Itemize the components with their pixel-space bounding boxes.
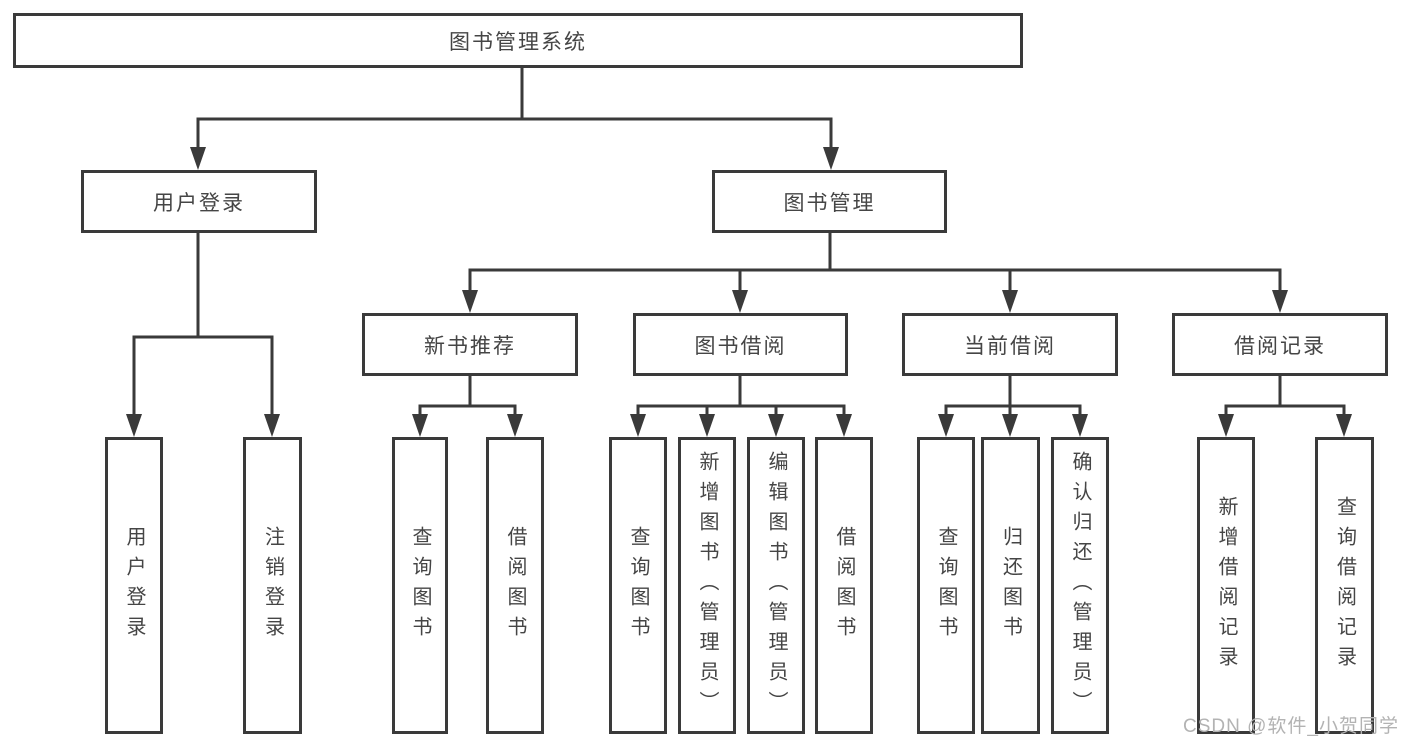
node-root-system: 图书管理系统 xyxy=(13,13,1023,68)
node-query-borrow-record: 查询借阅记录 xyxy=(1315,437,1374,734)
node-edit-books-admin: 编辑图书（管理员） xyxy=(747,437,805,734)
node-return-books: 归还图书 xyxy=(981,437,1040,734)
node-borrow-books-recommend: 借阅图书 xyxy=(486,437,544,734)
node-add-books-admin: 新增图书（管理员） xyxy=(678,437,736,734)
node-new-book-recommend: 新书推荐 xyxy=(362,313,578,376)
node-confirm-return-admin: 确认归还（管理员） xyxy=(1051,437,1109,734)
node-query-books-recommend: 查询图书 xyxy=(392,437,448,734)
node-book-management: 图书管理 xyxy=(712,170,947,233)
node-query-books-borrow: 查询图书 xyxy=(609,437,667,734)
node-user-login-leaf: 用户登录 xyxy=(105,437,163,734)
node-logout-leaf: 注销登录 xyxy=(243,437,302,734)
node-query-books-current: 查询图书 xyxy=(917,437,975,734)
node-borrow-books-leaf: 借阅图书 xyxy=(815,437,873,734)
node-current-borrow: 当前借阅 xyxy=(902,313,1118,376)
node-user-login: 用户登录 xyxy=(81,170,317,233)
node-add-borrow-record: 新增借阅记录 xyxy=(1197,437,1255,734)
watermark: CSDN @软件_小贺同学 xyxy=(1183,716,1399,737)
node-borrow-records: 借阅记录 xyxy=(1172,313,1388,376)
node-book-borrow: 图书借阅 xyxy=(633,313,848,376)
